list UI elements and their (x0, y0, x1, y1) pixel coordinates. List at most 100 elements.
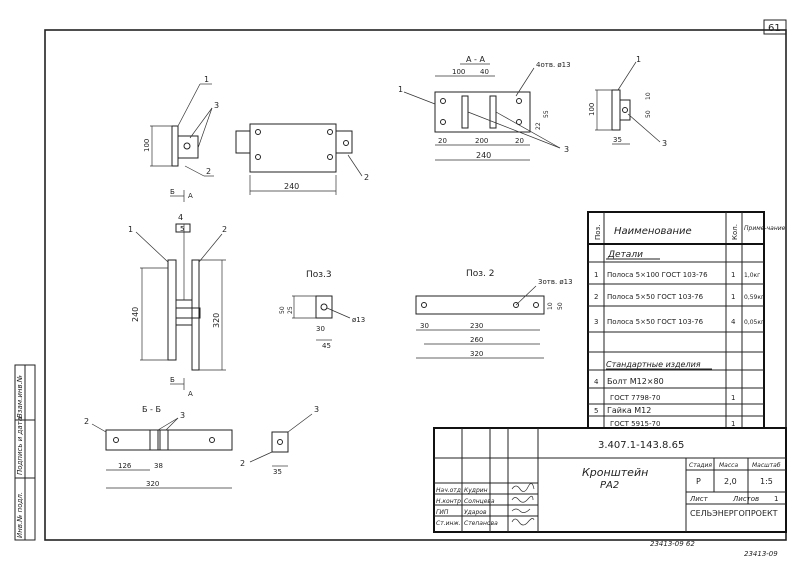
svg-text:30: 30 (316, 325, 325, 333)
th-name: Наименование (614, 226, 692, 237)
page-number-box (763, 19, 787, 35)
svg-text:2: 2 (84, 417, 89, 426)
svg-text:10: 10 (645, 92, 652, 100)
row2-note: 0,59кг (744, 294, 764, 301)
svg-text:2: 2 (240, 459, 245, 468)
sheet-label: Лист (689, 495, 709, 503)
svg-text:50: 50 (557, 302, 564, 310)
role-4: Ст.инж. (436, 520, 461, 527)
svg-text:35: 35 (613, 136, 622, 144)
row7-name: ГОСТ 5915-70 (610, 420, 660, 428)
svg-text:126: 126 (118, 462, 132, 470)
section-bb-label: Б - Б (142, 405, 161, 414)
mass-label: Масса (719, 462, 738, 469)
row3-pos: 3 (594, 318, 598, 326)
row4-pos: 4 (594, 378, 599, 386)
th-qty: Кол. (731, 224, 739, 240)
organization: СЕЛЬЭНЕРГОПРОЕКТ (690, 509, 778, 518)
sheets-value: 1 (774, 495, 778, 503)
row1-pos: 1 (594, 271, 598, 279)
svg-text:200: 200 (475, 137, 488, 145)
svg-text:230: 230 (470, 322, 483, 330)
svg-text:320: 320 (470, 350, 483, 358)
row3-qty: 4 (731, 318, 736, 326)
svg-text:50: 50 (645, 110, 652, 118)
section-standard: Стандартные изделия (606, 360, 701, 369)
row2-qty: 1 (731, 293, 735, 301)
view-plate-240: 240 2 (235, 123, 369, 195)
row1-note: 1,0кг (744, 272, 760, 279)
row5-name: ГОСТ 7798-70 (610, 394, 660, 402)
svg-text:40: 40 (480, 68, 489, 76)
svg-text:А: А (188, 390, 193, 398)
svg-text:25: 25 (287, 306, 294, 314)
holes-note-pos2: 3отв. ø13 (538, 278, 573, 286)
drawing-subtitle: РА2 (600, 480, 619, 491)
pos2-label: Поз. 2 (466, 269, 495, 279)
row3-name: Полоса 5×50 ГОСТ 103-76 (607, 318, 704, 326)
svg-text:100: 100 (588, 103, 596, 116)
name-2: Солнцева (464, 498, 495, 505)
callout-2: 2 (206, 167, 211, 176)
stamp-bottom: 23413-09 62 (650, 540, 695, 548)
scale-value: 1:5 (760, 477, 773, 486)
stamp-corner: 23413-09 (744, 550, 778, 558)
mass-value: 2,0 (724, 477, 737, 486)
svg-text:100: 100 (452, 68, 465, 76)
svg-text:1: 1 (636, 55, 641, 64)
binding-strip: Инв.№ подл. Подпись и дата Взам.инв.№ (14, 364, 36, 541)
svg-text:3: 3 (564, 145, 569, 154)
sheets-label: Листов (732, 495, 759, 503)
name-3: Ударов (464, 509, 487, 516)
svg-text:А: А (188, 192, 193, 200)
row3-note: 0,05кг (744, 319, 764, 326)
callout-1: 1 (204, 75, 209, 84)
view-assembly: 240 320 1 2 4 5 Б А Б А (128, 188, 227, 398)
svg-text:260: 260 (470, 336, 483, 344)
svg-text:3: 3 (314, 405, 319, 414)
svg-text:2: 2 (222, 225, 227, 234)
pos3-label: Поз.3 (306, 270, 332, 280)
view-section-aa: А - А 100 40 4отв. ø13 55 22 20 200 20 2… (398, 55, 571, 161)
signature-2 (511, 495, 534, 503)
svg-text:50: 50 (279, 306, 286, 314)
svg-text:Б: Б (170, 376, 175, 384)
view-section-bb: Б - Б 126 38 320 2 3 (84, 405, 233, 489)
svg-text:22: 22 (535, 122, 542, 130)
role-2: Н.контр. (436, 498, 463, 505)
view-pos2: Поз. 2 3отв. ø13 10 50 30 230 260 320 (415, 269, 573, 359)
section-details: Детали (607, 250, 643, 260)
drawing-frame (44, 29, 787, 541)
name-4: Степанова (464, 520, 498, 527)
holes-note-top: 4отв. ø13 (536, 61, 571, 69)
svg-text:Б: Б (170, 188, 175, 196)
svg-text:10: 10 (547, 302, 554, 310)
svg-text:5: 5 (180, 225, 184, 233)
svg-text:30: 30 (420, 322, 429, 330)
row2-pos: 2 (594, 293, 598, 301)
role-3: ГИП (436, 509, 449, 516)
svg-text:1: 1 (128, 225, 133, 234)
stage-value: Р (696, 477, 701, 486)
svg-text:45: 45 (322, 342, 331, 350)
svg-text:20: 20 (438, 137, 447, 145)
scale-label: Масштаб (752, 462, 781, 469)
svg-text:320: 320 (146, 480, 159, 488)
svg-text:35: 35 (273, 468, 282, 476)
svg-text:ø13: ø13 (352, 316, 365, 324)
row1-qty: 1 (731, 271, 735, 279)
side-label-sign: Подпись и дата (16, 417, 24, 475)
doc-code: 3.407.1-143.8.65 (598, 440, 684, 451)
svg-text:240: 240 (131, 307, 140, 322)
section-aa-label: А - А (466, 55, 485, 64)
drawing-title: Кронштейн (582, 466, 648, 479)
specification-table: Поз. Наименование Кол. Приме-чание Детал… (587, 211, 786, 429)
view-side-top-left: 100 1 3 2 (143, 75, 219, 177)
role-1: Нач.отд. (436, 487, 463, 494)
svg-text:320: 320 (212, 313, 221, 328)
row5-qty: 1 (731, 394, 735, 402)
title-block: 3.407.1-143.8.65 Кронштейн РА2 Стадия Ма… (433, 427, 787, 533)
svg-text:3: 3 (662, 139, 667, 148)
view-angle-top-right: 100 10 50 35 1 3 (588, 55, 667, 148)
